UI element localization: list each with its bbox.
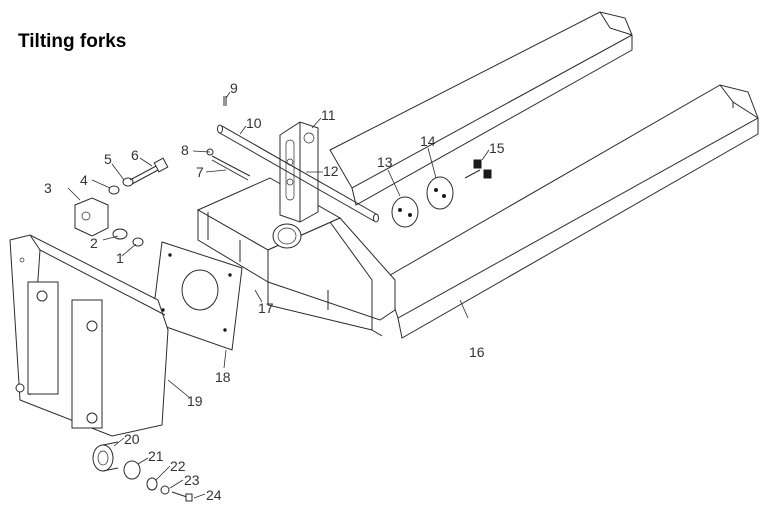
disc-parts (391, 159, 492, 228)
carriage-frame (196, 177, 396, 337)
part-label-3: 3 (44, 180, 52, 196)
part-label-22: 22 (170, 458, 186, 474)
part-label-19: 19 (187, 393, 203, 409)
part-label-14: 14 (420, 133, 436, 149)
part-label-6: 6 (131, 147, 139, 163)
tilt-bracket (279, 121, 319, 223)
fork-tines (329, 11, 759, 339)
part-label-16: 16 (469, 344, 485, 360)
screw-shaft (217, 124, 379, 223)
part-label-15: 15 (489, 140, 505, 156)
part-label-1: 1 (116, 250, 124, 266)
part-label-17: 17 (258, 300, 274, 316)
back-plate (9, 234, 169, 437)
part-label-12: 12 (323, 163, 339, 179)
bolt-block (74, 157, 169, 247)
part-label-24: 24 (206, 487, 222, 503)
page-title: Tilting forks (18, 31, 127, 52)
part-label-20: 20 (124, 431, 140, 447)
part-label-9: 9 (230, 80, 238, 96)
part-label-8: 8 (181, 142, 189, 158)
leader-lines (67, 91, 490, 499)
part-number-labels: 1 2 3 4 5 6 7 8 9 10 11 12 13 14 15 16 1… (44, 80, 505, 503)
roller-parts (92, 441, 193, 502)
pin-assembly (206, 96, 251, 181)
mounting-plate (151, 241, 243, 351)
part-label-23: 23 (184, 472, 200, 488)
part-label-10: 10 (246, 115, 262, 131)
part-label-5: 5 (104, 151, 112, 167)
part-label-7: 7 (196, 164, 204, 180)
part-label-11: 11 (321, 107, 336, 123)
part-label-21: 21 (148, 448, 164, 464)
part-label-13: 13 (377, 154, 393, 170)
part-label-2: 2 (90, 235, 98, 251)
part-label-4: 4 (80, 172, 88, 188)
part-label-18: 18 (215, 369, 231, 385)
